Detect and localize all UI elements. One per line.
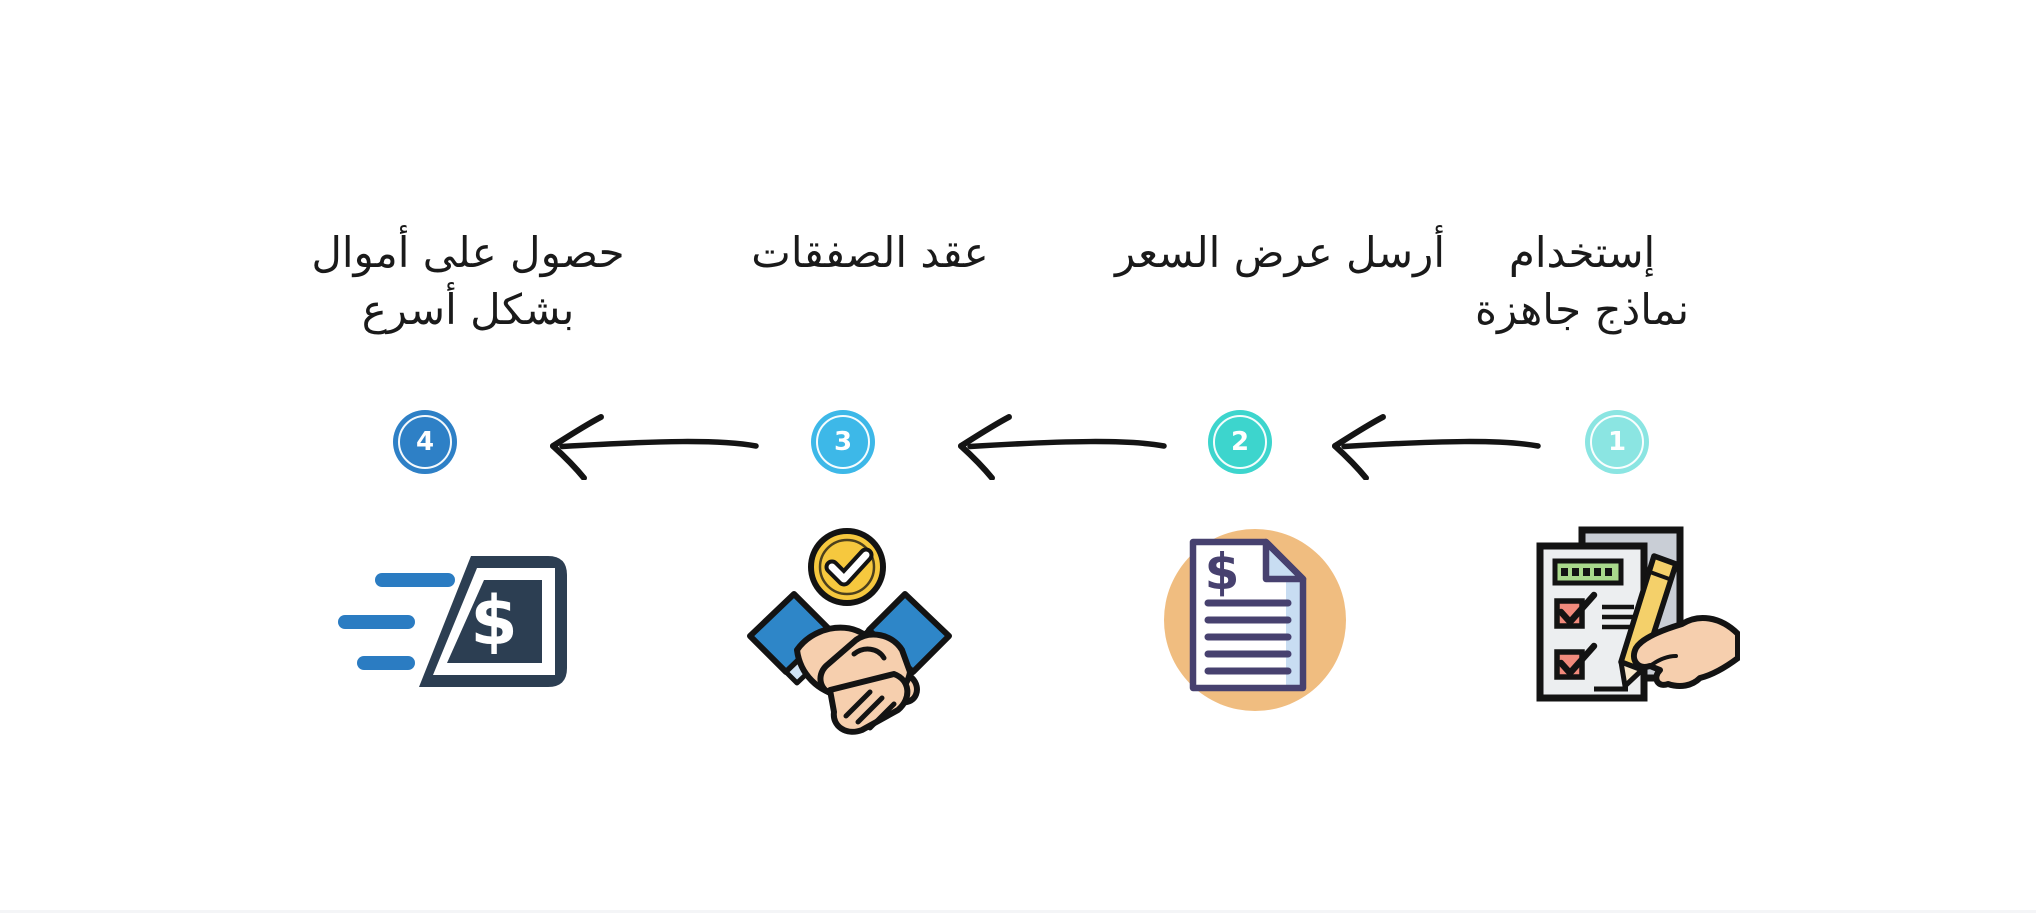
step-4-title-line-1: حصول على أموال <box>311 228 625 277</box>
handshake-deal-icon <box>742 520 957 745</box>
dollar-sign-glyph: $ <box>470 582 517 661</box>
step-4-number: 4 <box>415 427 435 457</box>
fast-money-icon: $ <box>330 540 580 720</box>
step-3-badge-ring <box>816 415 870 469</box>
step-4-title: حصول على أموال بشكل أسرع <box>308 224 628 338</box>
checklist-form-icon <box>1530 512 1740 712</box>
step-3-title: عقد الصفقات <box>690 224 1050 281</box>
step-2-badge-ring <box>1213 415 1267 469</box>
step-4-number-badge: 4 <box>393 410 457 474</box>
step-2-number: 2 <box>1230 427 1250 457</box>
step-1-badge-ring <box>1590 415 1644 469</box>
left-arrow-icon-step1-to-step2 <box>1322 405 1547 480</box>
step-1-title-line-1: إستخدام <box>1508 228 1656 277</box>
step-1-title-line-2: نماذج جاهزة <box>1474 285 1690 334</box>
step-3-number: 3 <box>833 427 853 457</box>
left-arrow-icon-step3-to-step4 <box>540 405 765 480</box>
left-arrow-icon-step2-to-step3 <box>948 405 1173 480</box>
step-2-number-badge: 2 <box>1208 410 1272 474</box>
step-1-number: 1 <box>1607 427 1627 457</box>
canvas-bottom-edge <box>0 910 2036 913</box>
step-4-title-line-2: بشكل أسرع <box>361 285 575 334</box>
step-2-title-line-1: أرسل عرض السعر <box>1114 228 1446 277</box>
step-4-badge-ring <box>398 415 452 469</box>
step-2-title: أرسل عرض السعر <box>1100 224 1460 281</box>
step-3-title-line-1: عقد الصفقات <box>751 228 989 277</box>
step-1-title: إستخدام نماذج جاهزة <box>1422 224 1742 338</box>
price-quote-document-icon: $ <box>1160 525 1350 715</box>
dollar-sign-glyph: $ <box>1205 543 1240 601</box>
step-1-number-badge: 1 <box>1585 410 1649 474</box>
step-3-number-badge: 3 <box>811 410 875 474</box>
